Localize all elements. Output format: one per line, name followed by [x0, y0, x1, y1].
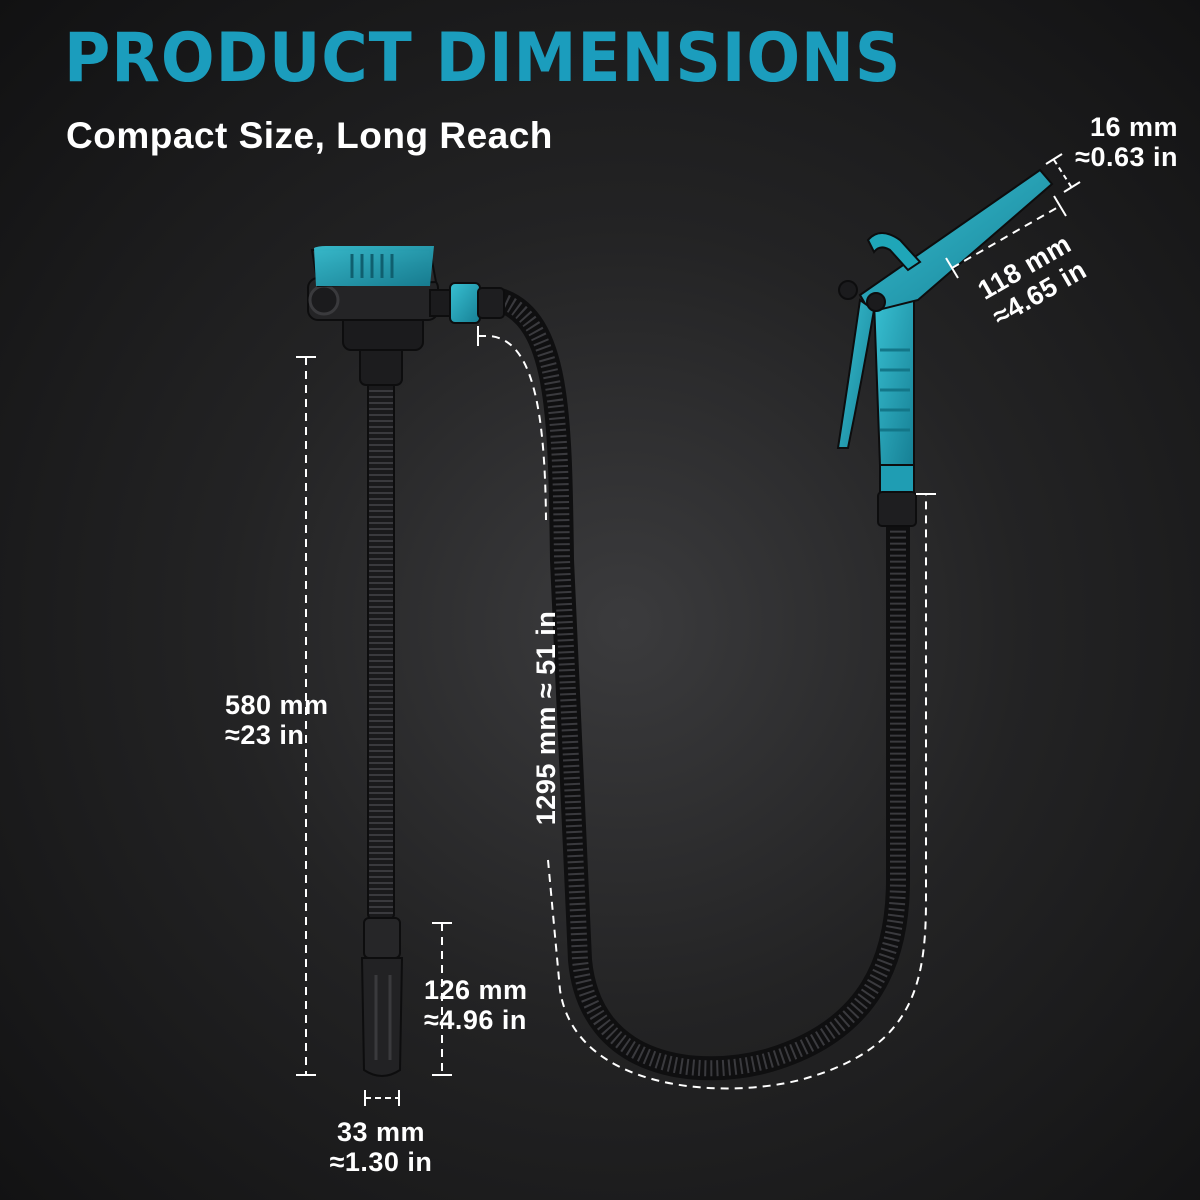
nozzle-tip-imperial: ≈0.63 in — [1075, 142, 1178, 172]
suction-filter — [360, 917, 404, 1077]
filter-width-imperial: ≈1.30 in — [329, 1147, 433, 1177]
pump-head — [307, 246, 505, 351]
suction-tube-imperial: ≈23 in — [225, 720, 305, 750]
suction-tube — [359, 344, 403, 921]
filter-width-dimension: 33 mm ≈1.30 in — [326, 1117, 436, 1177]
page-title: PRODUCT DIMENSIONS — [64, 19, 902, 98]
filter-length-dimension: 126 mm ≈4.96 in — [424, 975, 528, 1035]
nozzle-tip-metric: 16 mm — [1089, 112, 1178, 142]
suction-tube-metric: 580 mm — [225, 690, 329, 720]
hose-dimension: 1295 mm ≈ 51 in — [531, 610, 561, 826]
suction-tube-dimension: 580 mm ≈23 in — [225, 690, 329, 750]
nozzle-tip-dimension: 16 mm ≈0.63 in — [1072, 112, 1178, 172]
filter-length-metric: 126 mm — [424, 975, 528, 1005]
page-subtitle: Compact Size, Long Reach — [66, 115, 553, 156]
discharge-hose — [488, 288, 910, 1081]
filter-length-imperial: ≈4.96 in — [424, 1005, 527, 1035]
nozzle-gun — [836, 168, 1054, 527]
dimension-guides — [296, 153, 1081, 1106]
filter-width-metric: 33 mm — [336, 1117, 426, 1147]
